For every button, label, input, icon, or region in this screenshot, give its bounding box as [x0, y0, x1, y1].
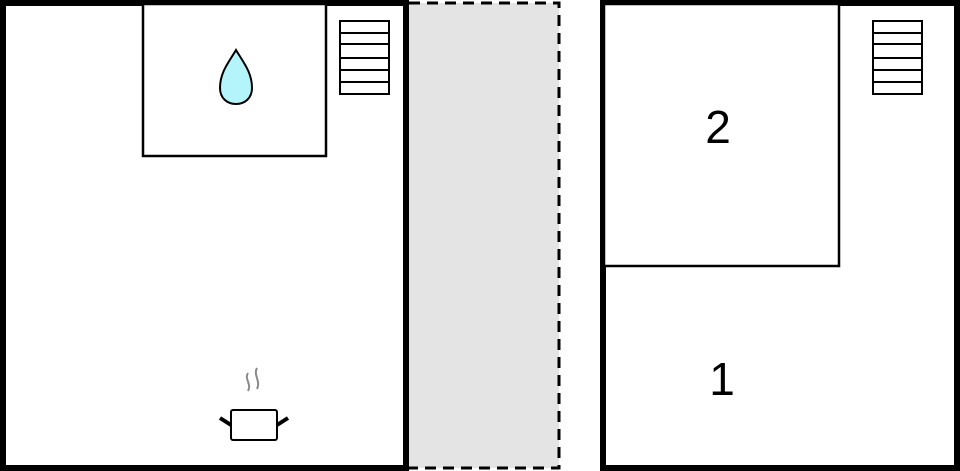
walkway	[409, 1, 561, 470]
water-drop-icon	[218, 48, 254, 106]
cooking-pot-icon	[218, 367, 290, 441]
stairs-icon	[339, 20, 390, 95]
room-2: 2	[602, 2, 841, 268]
room-1-label: 1	[709, 353, 735, 405]
room-2-label: 2	[705, 101, 731, 153]
stairs-icon	[872, 20, 923, 95]
left-floor	[0, 0, 409, 471]
right-floor: 2 1	[600, 0, 960, 471]
room-1: 1	[709, 353, 735, 405]
bathroom	[141, 2, 328, 158]
